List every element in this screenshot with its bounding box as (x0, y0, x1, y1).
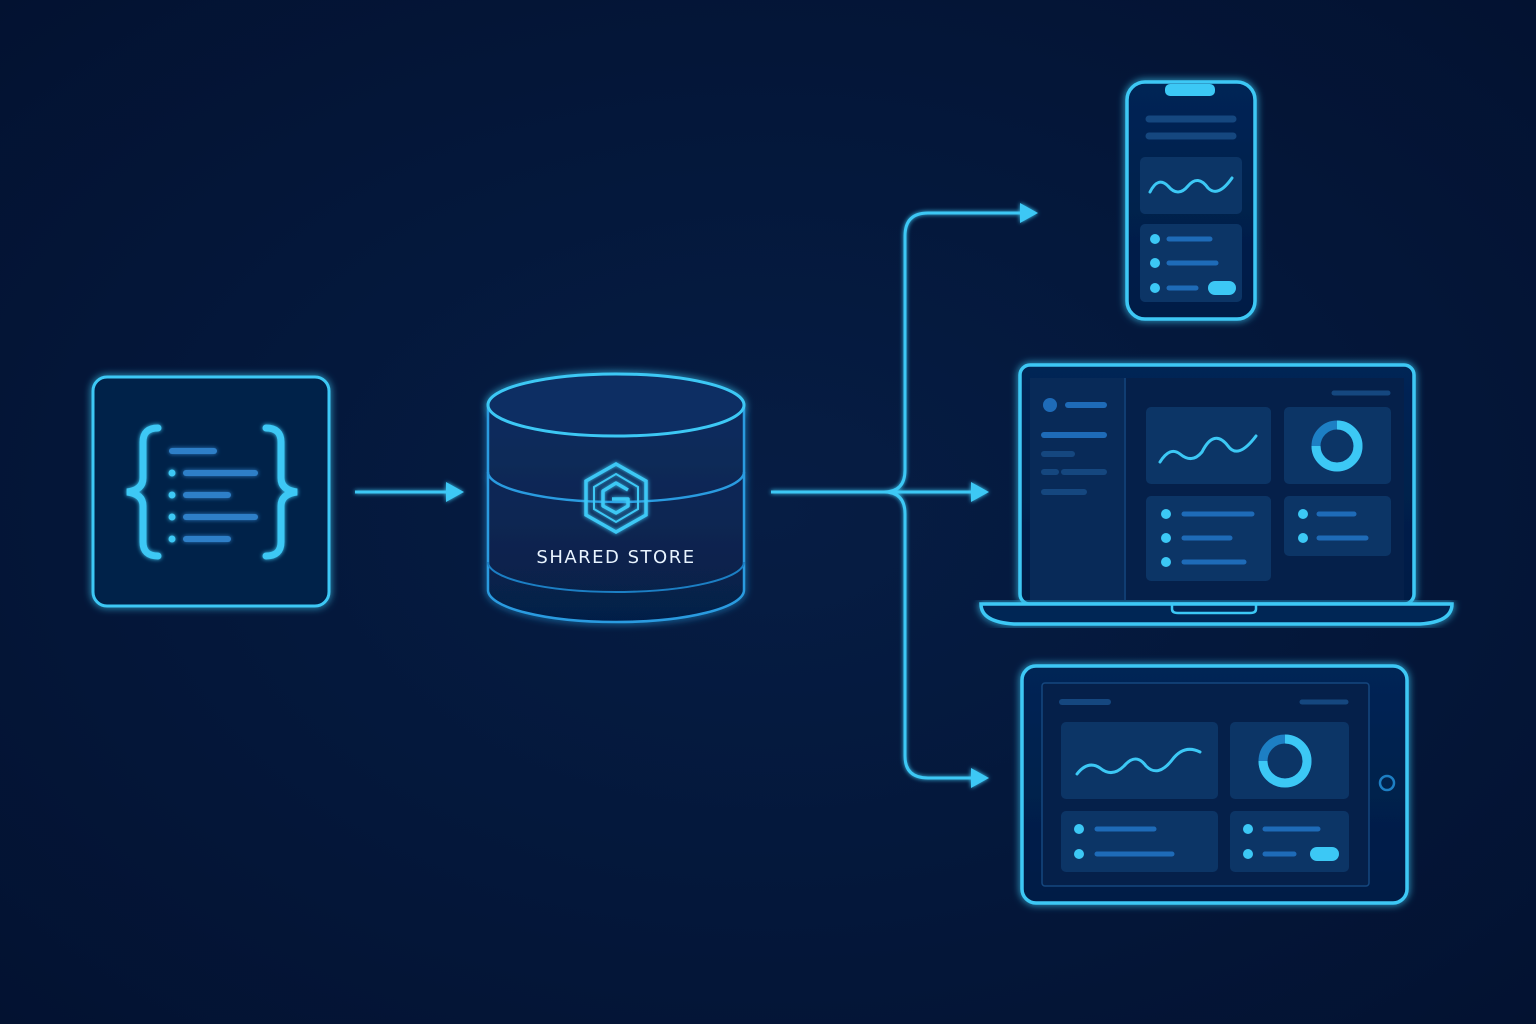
left-brace-icon (126, 424, 162, 560)
tablet-donut-card (1230, 722, 1349, 799)
arrow-head-icon (1020, 203, 1038, 223)
tablet-list-card (1230, 811, 1349, 872)
phone-toggle-pill (1208, 281, 1236, 295)
laptop-icon (979, 363, 1454, 626)
wave-chart-icon (1158, 434, 1258, 464)
laptop-trackpad-notch (1170, 604, 1258, 615)
tablet-toggle-pill (1310, 847, 1339, 861)
tablet-icon (1020, 664, 1409, 905)
store-label: SHARED STORE (536, 547, 695, 568)
source-json-node (91, 375, 331, 608)
branch-arrow-heads (971, 203, 1038, 788)
shared-store-node: SHARED STORE (486, 372, 746, 624)
code-bullet (168, 513, 176, 521)
wave-chart-icon (1148, 176, 1234, 194)
json-code-icon (126, 424, 298, 560)
laptop-list-card (1284, 496, 1391, 556)
laptop-chart-card (1146, 407, 1271, 484)
code-bullet (168, 491, 176, 499)
tablet-home-button (1378, 774, 1396, 792)
code-bullet (168, 469, 176, 477)
source-box-frame (91, 375, 331, 608)
wave-chart-icon (1075, 747, 1202, 776)
code-bullet (168, 535, 176, 543)
hexagon-logo-icon (584, 461, 648, 535)
smartphone-icon (1125, 80, 1257, 321)
cylinder-top (486, 372, 746, 438)
laptop-donut-card (1284, 407, 1391, 484)
arrow-head-icon (971, 768, 989, 788)
tablet-list-card (1061, 811, 1218, 872)
cylinder-ring (487, 561, 745, 593)
phone-chart-card (1140, 157, 1242, 214)
arrow-head-icon (971, 482, 989, 502)
branch-arrows (771, 211, 1024, 780)
cylinder-ring (486, 471, 746, 504)
arrow-source-to-store (355, 482, 464, 502)
arrow-to-phone (883, 211, 1024, 494)
phone-notch (1165, 84, 1215, 96)
arrow-to-tablet (883, 490, 976, 780)
arrow-head-icon (446, 482, 464, 502)
right-brace-icon (262, 424, 298, 560)
